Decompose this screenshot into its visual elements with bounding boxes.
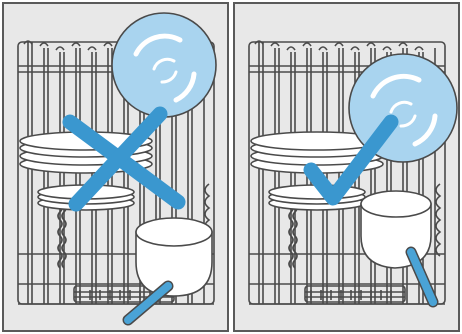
check-icon bbox=[303, 114, 399, 206]
correct-loading-panel bbox=[233, 2, 460, 332]
pot bbox=[122, 217, 213, 326]
pot bbox=[360, 190, 439, 308]
blue-plate bbox=[111, 12, 217, 118]
plate-stack bbox=[250, 131, 384, 211]
cross-icon bbox=[62, 106, 186, 212]
incorrect-loading-panel bbox=[2, 2, 229, 332]
